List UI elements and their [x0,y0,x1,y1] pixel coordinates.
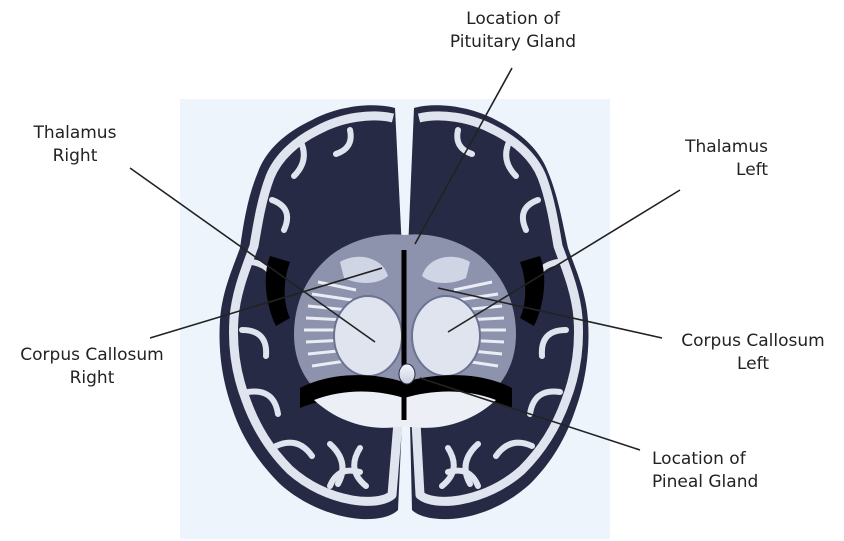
pineal-body [399,364,415,384]
label-corpus-right: Corpus Callosum Right [8,344,176,390]
label-pituitary: Location of Pituitary Gland [438,8,588,54]
label-pineal: Location of Pineal Gland [652,448,792,494]
thalamus-right-structure [334,296,402,376]
label-thalamus-left: Thalamus Left [640,136,768,182]
label-corpus-left: Corpus Callosum Left [668,330,838,376]
thalamus-left-structure [412,296,480,376]
label-thalamus-right: Thalamus Right [20,122,130,168]
